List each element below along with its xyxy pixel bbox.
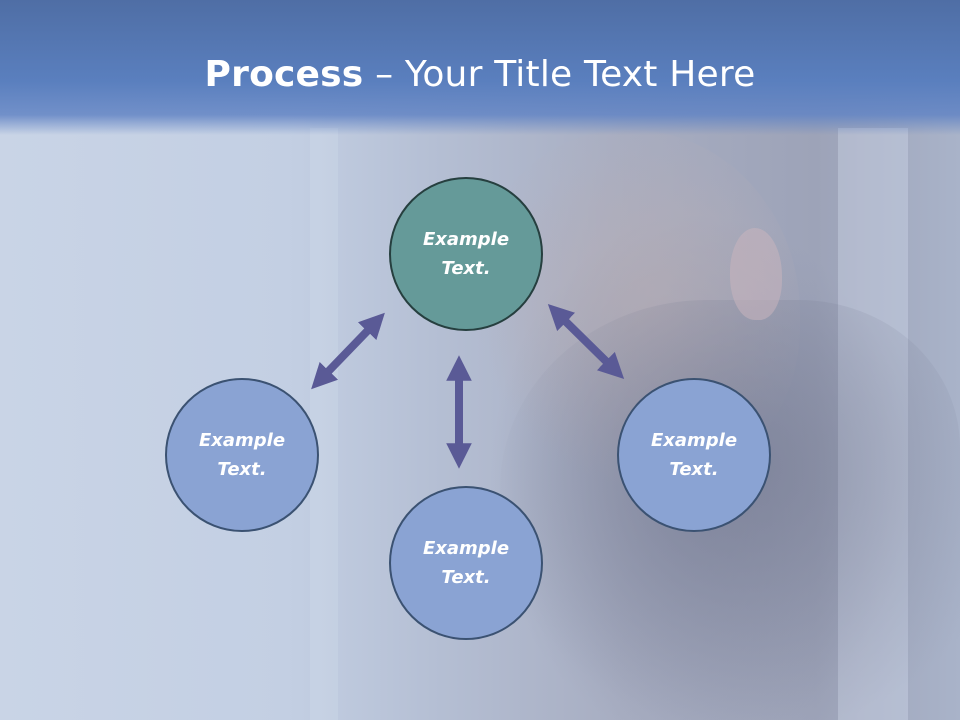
title-rest-part: – Your Title Text Here — [363, 54, 756, 95]
background-stripe — [838, 128, 908, 720]
title-band — [0, 0, 960, 135]
node-left[interactable]: Example Text. — [165, 378, 319, 532]
title-bold-part: Process — [204, 54, 364, 95]
node-top-label: Example Text. — [422, 229, 510, 279]
node-right-label: Example Text. — [650, 430, 738, 480]
node-right[interactable]: Example Text. — [617, 378, 771, 532]
slide-title[interactable]: Process – Your Title Text Here — [0, 52, 960, 98]
background-figure-ear — [730, 228, 782, 320]
arrow-top-left — [311, 312, 385, 390]
node-bottom-label: Example Text. — [422, 538, 510, 588]
node-top[interactable]: Example Text. — [389, 177, 543, 331]
background-stripe — [310, 128, 338, 720]
arrow-top-right — [547, 304, 625, 379]
node-bottom[interactable]: Example Text. — [389, 486, 543, 640]
node-left-label: Example Text. — [198, 430, 286, 480]
